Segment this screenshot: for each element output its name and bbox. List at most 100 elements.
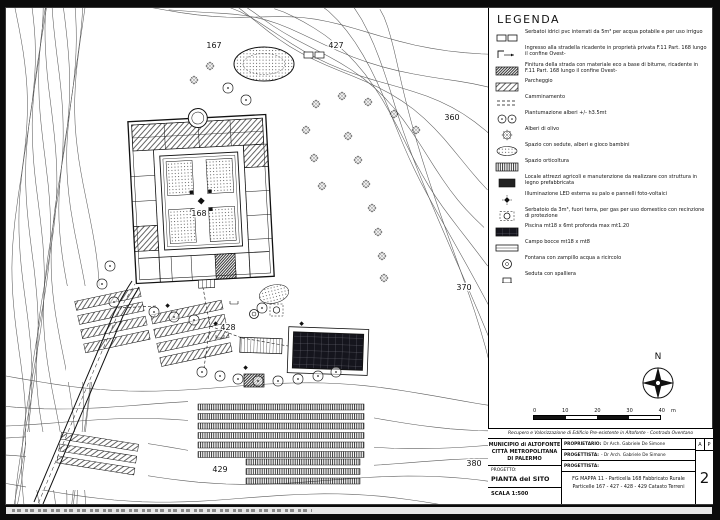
footer-fine-print	[12, 509, 312, 512]
legend-item-label: Piscina mt18 x 6mt profonda max mt1.20	[525, 223, 630, 229]
olive-tree-icon	[311, 99, 321, 109]
contour-label-370: 370	[456, 283, 471, 292]
walkway-icon	[495, 94, 521, 106]
contour-line	[323, 8, 488, 305]
tree-icon	[222, 82, 234, 94]
sheet-code-cell: A P	[696, 439, 713, 451]
contour-lines	[6, 8, 488, 504]
crop-row	[197, 432, 365, 439]
municipality-cell: MUNICIPIO di ALTOFONTE CITTÀ METROPOLITA…	[488, 439, 561, 466]
scale-tick: 10	[562, 408, 569, 414]
tree-icon	[312, 370, 324, 382]
olive-tree-icon	[389, 109, 399, 119]
site-plan-drawing: 167 427 168 428 429 360 370 380	[6, 8, 488, 504]
tree-icon	[252, 375, 264, 387]
tree-icon	[256, 302, 268, 314]
legend-item-label: Camminamento	[525, 94, 566, 100]
scale-cell: SCALA 1:500	[491, 491, 529, 497]
legend-item-label: Fontana con zampillo acqua a ricircolo	[525, 255, 622, 261]
project-label: PROGETTO:	[491, 468, 517, 473]
legend-item-label: Seduta con spalliera	[525, 271, 576, 277]
olive-tree-icon	[363, 97, 373, 107]
owner-label: PROPRIETARIO:	[564, 441, 602, 447]
pool-icon	[495, 223, 521, 237]
crop-row	[60, 431, 139, 452]
pool	[286, 326, 370, 376]
contour-line	[13, 8, 36, 504]
scale-bar-segments	[533, 415, 661, 420]
tree-icon	[148, 306, 160, 318]
access-road	[33, 280, 140, 504]
crop-row	[197, 413, 365, 420]
legend-item: Serbatoio da 3m³, fuori terra, per gas p…	[495, 207, 708, 221]
water-tanks-icon	[303, 51, 325, 59]
parcel-label-168: 168	[191, 209, 206, 218]
north-label: N	[654, 352, 662, 362]
legend-item-label: Campo bocce mt18 x mt8	[525, 239, 590, 245]
contour-line	[238, 8, 488, 191]
cadastral-reference: FG MAPPA 11 - Particella 168 Fabbricato …	[562, 472, 695, 504]
legend-item-label: Piantumazione alberi +/- h3.5mt	[525, 110, 607, 116]
tree-icon	[292, 373, 304, 385]
legend-item-label: Locale attrezzi agricoli e manutenzione …	[525, 174, 698, 187]
legend-item: Locale attrezzi agricoli e manutenzione …	[495, 174, 708, 188]
scan-footer-strip	[6, 507, 712, 514]
designer-label: PROGETTISTA:	[564, 452, 599, 458]
owner-row: PROPRIETARIO: Dr Arch. Gabriele De Simon…	[562, 439, 695, 450]
contour-line	[246, 8, 485, 228]
project-cell: PROGETTO: PIANTA del SITO	[488, 466, 561, 488]
crop-row	[197, 403, 365, 411]
legend-item: Ingresso alla stradella ricadente in pro…	[495, 45, 708, 58]
site-features	[33, 46, 370, 504]
led-light-icon	[495, 191, 521, 205]
contour-line	[66, 8, 92, 504]
crop-row	[197, 441, 365, 449]
bench-icons	[215, 301, 239, 339]
municipality-line: CITTÀ METROPOLITANA	[491, 448, 558, 455]
contour-line	[379, 9, 488, 359]
legend-item-label: Ingresso alla stradella ricadente in pro…	[525, 45, 707, 58]
tree-icon	[168, 311, 180, 323]
olive-tree-icon	[189, 75, 199, 85]
legend-item-label: Illuminazione LED esterna su palo e pann…	[525, 190, 667, 197]
olive-tree-icon	[495, 126, 521, 141]
north-compass: N	[635, 352, 681, 407]
crop-row	[58, 443, 138, 464]
gas-tank-icon	[495, 207, 521, 221]
grove	[233, 46, 295, 82]
tree-icon	[188, 314, 200, 326]
olive-tree-icon	[361, 179, 371, 189]
legend-item-label: Spazio orticoltura	[525, 158, 569, 164]
compass-rose-icon	[642, 367, 674, 399]
planted-trees-icon	[495, 110, 521, 124]
legend-item-label: Finitura della strada con materiale eco …	[525, 61, 699, 74]
tool-shed-icon	[495, 174, 521, 188]
parking-icon	[495, 78, 521, 92]
legend-item: Parcheggio	[495, 78, 708, 92]
municipality-line: DI PALERMO	[507, 455, 542, 462]
tree-icon	[196, 366, 208, 378]
olive-tree-icon	[343, 131, 353, 141]
contour-line	[152, 8, 488, 55]
parking-row	[156, 328, 230, 353]
legend-item-label: Serbatoi idrici pvc interrati da 5m³ per…	[525, 29, 703, 35]
legend-item: Illuminazione LED esterna su palo e pann…	[495, 190, 708, 205]
legend-item: Finitura della strada con materiale eco …	[495, 62, 708, 75]
legend-item: Piantumazione alberi +/- h3.5mt	[495, 110, 708, 124]
parcel-label-427: 427	[328, 41, 343, 50]
scale-tick: 40	[658, 408, 665, 414]
olive-tree-icon	[377, 251, 387, 261]
olive-tree-icon	[353, 155, 363, 165]
contour-line	[353, 8, 488, 336]
water-tanks-icon	[495, 29, 521, 42]
scale-tick: 20	[594, 408, 601, 414]
crop-row	[56, 455, 136, 476]
parking-row	[83, 330, 151, 354]
bocce-court	[239, 336, 283, 355]
contour-line	[21, 8, 47, 504]
vegetable-garden-icon	[495, 158, 521, 172]
olive-tree-icon	[205, 61, 215, 71]
site-plan-area: 167 427 168 428 429 360 370 380	[6, 8, 488, 504]
legend-item: Spazio con sedute, alberi e gioco bambin…	[495, 142, 708, 156]
